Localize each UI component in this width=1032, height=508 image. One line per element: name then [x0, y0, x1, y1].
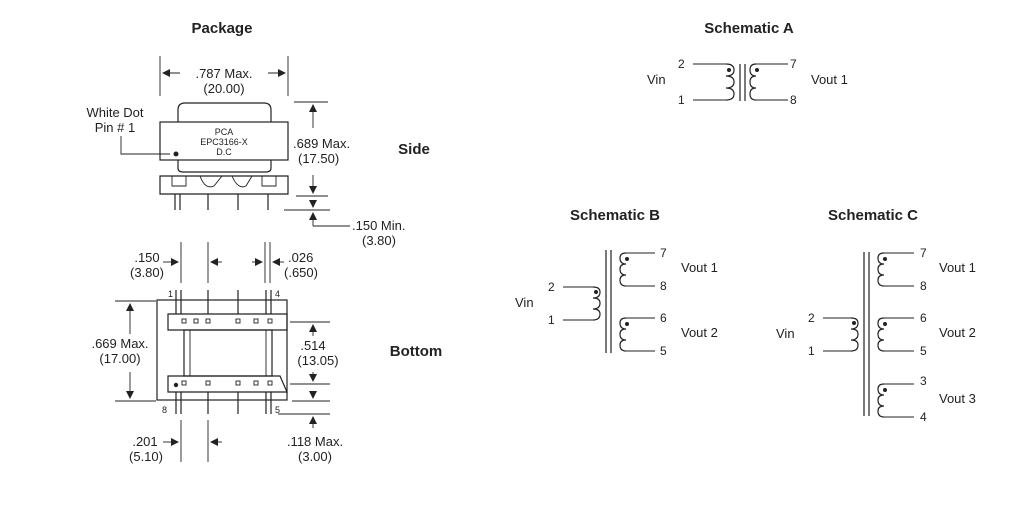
- schematic-a-primary-coil: [725, 63, 735, 101]
- schematic-b-vout1: Vout 1: [681, 260, 718, 275]
- schematic-a-pin-1: 1: [678, 93, 685, 107]
- width-dim-label: .787 Max.: [195, 66, 252, 81]
- white-dot-pin-label: Pin # 1: [95, 120, 135, 135]
- schematic-b-secondary-1: [619, 252, 627, 287]
- span-dim-mm: (5.10): [129, 449, 163, 464]
- pitch-dim-label: .150: [134, 250, 159, 265]
- schematic-c-vin: Vin: [776, 326, 795, 341]
- schematic-c-pin-6: 6: [920, 311, 927, 325]
- pin-diameter-dimension: .026 (.650): [252, 242, 318, 283]
- width-dim-mm: (20.00): [203, 81, 244, 96]
- marking-line1: PCA: [215, 127, 234, 137]
- schematic-c-pin-8: 8: [920, 279, 927, 293]
- package-side-body: PCA EPC3166-X D.C: [159, 102, 289, 210]
- schematic-b: Schematic B Vin 2 1 7 8 Vout 1 6 5 Vout …: [515, 207, 718, 358]
- bottom-outline: [156, 299, 288, 401]
- height-dimension: .689 Max. (17.50) Side: [293, 101, 430, 197]
- standoff-dim-mm: (3.80): [362, 233, 396, 248]
- pitch-dimension: .150 (3.80): [130, 242, 222, 283]
- width-dimension: .787 Max. (20.00): [159, 56, 289, 96]
- schematic-c-vout2: Vout 2: [939, 325, 976, 340]
- package-title: Package: [192, 20, 253, 37]
- schematic-b-pin-5: 5: [660, 344, 667, 358]
- schematic-c-pin-7: 7: [920, 246, 927, 260]
- depth-dim-label: .669 Max.: [91, 336, 148, 351]
- pin-label-8: 8: [162, 405, 167, 415]
- bottom-view-label: Bottom: [390, 343, 443, 360]
- pin-holes: [173, 318, 273, 388]
- pin-label-4: 4: [275, 289, 280, 299]
- schematic-a-secondary-coil: [749, 63, 757, 101]
- schematic-c-pin-5: 5: [920, 344, 927, 358]
- span-dimension: .201 (5.10): [129, 420, 222, 464]
- marking-line3: D.C: [216, 147, 232, 157]
- schematic-c-secondary-3: [877, 383, 885, 418]
- schematic-c: Schematic C Vin 2 1 7 8 Vout 1 6 5 Vout …: [776, 207, 976, 424]
- schematic-a-title: Schematic A: [704, 20, 794, 37]
- white-dot-label: White Dot: [86, 105, 143, 120]
- depth-dim-mm: (17.00): [99, 351, 140, 366]
- pin-length-label: .118 Max.: [287, 434, 343, 449]
- bottom-pins: [175, 290, 272, 414]
- schematic-b-secondary-2: [619, 317, 627, 352]
- core-window: [183, 329, 273, 377]
- pin1-white-dot: [173, 151, 179, 157]
- height-dim-mm: (17.50): [298, 151, 339, 166]
- package-section: Package .787 Max. (20.00) PCA EPC3166-X …: [86, 20, 429, 248]
- schematic-b-vout2: Vout 2: [681, 325, 718, 340]
- schematic-a-vout: Vout 1: [811, 72, 848, 87]
- schematic-b-pin-1: 1: [548, 313, 555, 327]
- span-dim-label: .201: [132, 434, 157, 449]
- schematic-c-secondary-1: [877, 252, 885, 287]
- schematic-c-pin-1: 1: [808, 344, 815, 358]
- schematic-c-vout3: Vout 3: [939, 391, 976, 406]
- schematic-a-pin-7: 7: [790, 57, 797, 71]
- schematic-b-title: Schematic B: [570, 207, 660, 224]
- schematic-a-pin-2: 2: [678, 57, 685, 71]
- row-dim-mm: (13.05): [297, 353, 338, 368]
- schematic-c-pin-3: 3: [920, 374, 927, 388]
- pin-length-mm: (3.00): [298, 449, 332, 464]
- marking-line2: EPC3166-X: [200, 137, 248, 147]
- pin-label-5: 5: [275, 405, 280, 415]
- schematic-c-pin-2: 2: [808, 311, 815, 325]
- height-dim-label: .689 Max.: [293, 136, 350, 151]
- schematic-a-vin: Vin: [647, 72, 666, 87]
- schematic-b-primary-coil: [592, 286, 601, 321]
- schematic-a-pin-8: 8: [790, 93, 797, 107]
- schematic-b-pin-2: 2: [548, 280, 555, 294]
- white-dot-callout: White Dot Pin # 1: [86, 105, 170, 155]
- standoff-dimension: .150 Min. (3.80): [284, 200, 405, 248]
- schematic-b-pin-7: 7: [660, 246, 667, 260]
- pin-label-1: 1: [168, 289, 173, 299]
- schematic-c-pin-4: 4: [920, 410, 927, 424]
- package-bottom-view: .150 (3.80) .026 (.650): [91, 242, 442, 464]
- schematic-c-title: Schematic C: [828, 207, 918, 224]
- pin-length-dimension: .118 Max. (3.00): [278, 391, 343, 464]
- top-pin-strip: [167, 313, 288, 331]
- schematic-c-vout1: Vout 1: [939, 260, 976, 275]
- schematic-b-pin-8: 8: [660, 279, 667, 293]
- pin-dia-mm: (.650): [284, 265, 318, 280]
- pitch-dim-mm: (3.80): [130, 265, 164, 280]
- pin-dia-label: .026: [288, 250, 313, 265]
- side-view-label: Side: [398, 141, 430, 158]
- schematic-a: Schematic A Vin 2 1 7 8 Vout 1: [647, 20, 848, 107]
- schematic-b-vin: Vin: [515, 295, 534, 310]
- schematic-c-primary-coil: [850, 317, 859, 352]
- depth-dimension: .669 Max. (17.00): [91, 300, 156, 402]
- row-dim-label: .514: [300, 338, 325, 353]
- row-dimension: .514 (13.05) Bottom: [290, 321, 443, 385]
- standoff-dim-label: .150 Min.: [352, 218, 405, 233]
- schematic-b-pin-6: 6: [660, 311, 667, 325]
- schematic-c-secondary-2: [877, 317, 885, 352]
